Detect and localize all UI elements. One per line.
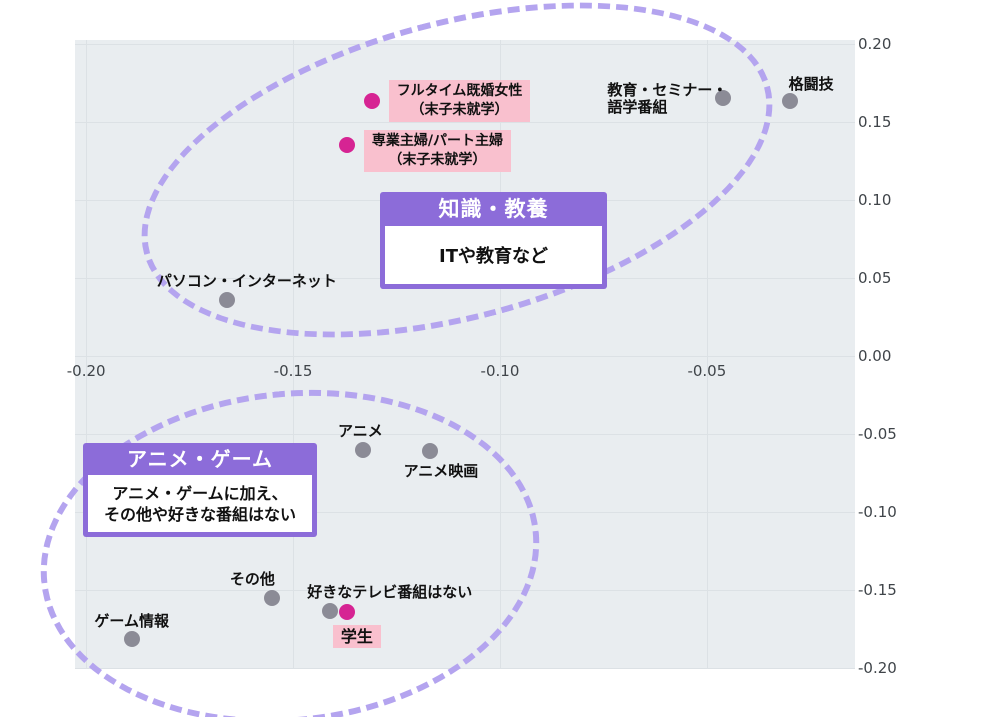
y-tick-label: 0.15 [858, 112, 892, 131]
x-tick-label: -0.10 [480, 362, 520, 381]
y-tick-label: 0.10 [858, 190, 892, 209]
cluster-description-line: ITや教育など [439, 246, 548, 267]
point-fulltime-married-women [363, 93, 380, 110]
cluster-title-anime-game: アニメ・ゲーム [127, 447, 273, 471]
point-housewife-part-time [338, 137, 355, 154]
gridline-horizontal [75, 434, 855, 436]
label-line: アニメ映画 [403, 462, 479, 481]
y-tick-label: -0.05 [858, 425, 897, 444]
y-tick-label: -0.10 [858, 503, 897, 522]
label-no-favorite-tv: 好きなテレビ番組はない [307, 582, 473, 601]
point-game-info [123, 630, 140, 647]
point-pc-internet [218, 291, 235, 308]
y-tick-label: 0.00 [858, 347, 892, 366]
point-other [264, 590, 281, 607]
label-line: ゲーム情報 [94, 611, 169, 630]
gridline-horizontal [75, 512, 855, 514]
point-no-favorite-tv [322, 602, 339, 619]
point-martial-arts [781, 93, 798, 110]
label-line: 語学番組 [607, 98, 668, 117]
gridline-horizontal [75, 590, 855, 592]
cluster-title-knowledge: 知識・教養 [438, 197, 549, 221]
label-line: アニメ [338, 421, 383, 440]
cluster-description-line: その他や好きな番組はない [103, 504, 296, 524]
label-anime-movie: アニメ映画 [404, 463, 479, 480]
gridline-vertical [293, 40, 295, 668]
gridline-vertical [706, 40, 708, 668]
gridline-vertical [499, 40, 501, 668]
x-tick-label: -0.05 [687, 362, 727, 381]
label-game-info: ゲーム情報 [94, 611, 169, 630]
cluster-description-line: アニメ・ゲームに加え、 [112, 483, 288, 503]
gridline-vertical [86, 40, 88, 668]
cluster-box-knowledge: 知識・教養 ITや教育など [380, 192, 607, 289]
label-line: （末子未就学） [410, 102, 509, 119]
y-tick-label: 0.05 [858, 268, 892, 287]
point-anime-movie [421, 443, 438, 460]
y-tick-label: 0.20 [858, 34, 892, 53]
point-student [338, 604, 355, 621]
label-housewife-part-time: 専業主婦/パート主婦 （末子未就学） [363, 130, 511, 173]
label-line: フルタイム既婚女性 [396, 83, 523, 100]
cluster-description-knowledge: ITや教育など [385, 226, 602, 284]
label-line: その他 [229, 570, 275, 589]
label-education-seminar-language: 教育・セミナー・語学番組 [607, 82, 727, 116]
label-fulltime-married-women: フルタイム既婚女性 （末子未就学） [388, 80, 531, 123]
label-student: 学生 [332, 625, 381, 649]
label-other: その他 [230, 571, 275, 588]
label-martial-arts: 格闘技 [789, 76, 834, 93]
label-line: （末子未就学） [388, 152, 487, 169]
label-line: 教育・セミナー・ [607, 81, 728, 100]
label-line: 専業主婦/パート主婦 [371, 133, 503, 150]
cluster-description-anime-game: アニメ・ゲームに加え、 その他や好きな番組はない [88, 475, 312, 532]
y-tick-label: -0.20 [858, 659, 897, 678]
label-pc-internet: パソコン・インターネット [156, 271, 337, 290]
gridline-horizontal [75, 43, 855, 45]
label-line: 学生 [340, 627, 373, 647]
y-tick-label: -0.15 [858, 581, 897, 600]
label-line: 格闘技 [788, 75, 834, 94]
cluster-box-anime-game: アニメ・ゲーム アニメ・ゲームに加え、 その他や好きな番組はない [83, 443, 317, 537]
point-education-seminar-language [715, 90, 732, 107]
point-anime [355, 441, 372, 458]
x-tick-label: -0.20 [66, 362, 106, 381]
label-line: 好きなテレビ番組はない [307, 582, 473, 601]
gridline-horizontal [75, 356, 855, 358]
x-tick-label: -0.15 [273, 362, 313, 381]
label-line: パソコン・インターネット [156, 271, 337, 290]
label-anime: アニメ [338, 421, 383, 440]
gridline-horizontal [75, 668, 855, 670]
